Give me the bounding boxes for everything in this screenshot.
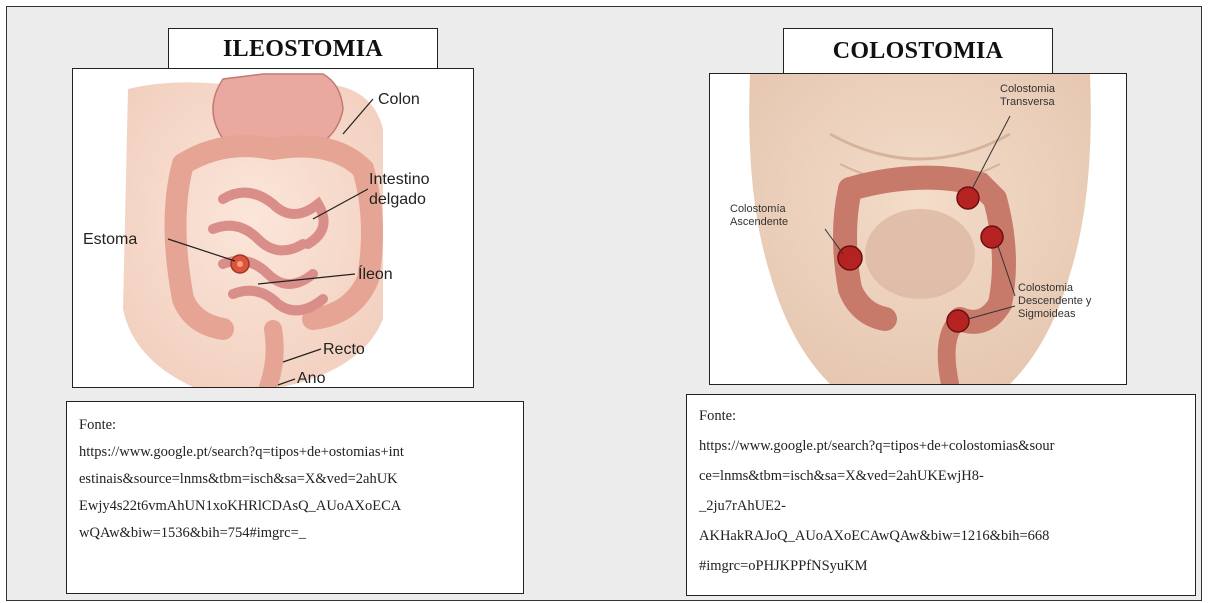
label-ascendente-1: Colostomía	[730, 203, 787, 215]
source-url-line: AKHakRAJoQ_AUoAXoECAwQAw&biw=1216&bih=66…	[699, 521, 1183, 551]
label-ascendente-2: Ascendente	[730, 216, 788, 228]
label-transversa-2: Transversa	[1000, 96, 1055, 108]
source-label: Fonte:	[699, 401, 1183, 431]
colostomia-illustration: Colostomia Transversa Colostomía Ascende…	[709, 73, 1127, 385]
label-intestino: Intestino	[369, 171, 430, 188]
source-url-line: #imgrc=oPHJKPPfNSyuKM	[699, 551, 1183, 581]
label-ileon: Íleon	[358, 264, 393, 283]
source-url-line: wQAw&biw=1536&bih=754#imgrc=_	[79, 520, 511, 547]
ileostomia-illustration: Colon Intestino delgado Estoma Íleon Rec…	[72, 68, 474, 388]
label-delgado: delgado	[369, 191, 426, 208]
source-url-line: _2ju7rAhUE2-	[699, 491, 1183, 521]
ileostomia-title: ILEOSTOMIA	[168, 28, 438, 70]
colostomia-title: COLOSTOMIA	[783, 28, 1053, 74]
label-descendente-2: Descendente y	[1018, 295, 1092, 307]
source-url-line: estinais&source=lnms&tbm=isch&sa=X&ved=2…	[79, 466, 511, 493]
label-descendente-3: Sigmoideas	[1018, 308, 1076, 320]
source-url-line: ce=lnms&tbm=isch&sa=X&ved=2ahUKEwjH8-	[699, 461, 1183, 491]
label-colon: Colon	[378, 91, 420, 108]
label-recto: Recto	[323, 341, 365, 358]
ileostomia-anatomy-drawing: Colon Intestino delgado Estoma Íleon Rec…	[73, 69, 473, 387]
label-descendente-1: Colostomia	[1018, 282, 1074, 294]
source-url-line: https://www.google.pt/search?q=tipos+de+…	[699, 431, 1183, 461]
label-ano: Ano	[297, 370, 326, 387]
ileostomia-source: Fonte: https://www.google.pt/search?q=ti…	[66, 401, 524, 594]
colostomia-anatomy-drawing: Colostomia Transversa Colostomía Ascende…	[710, 74, 1126, 384]
label-estoma: Estoma	[83, 231, 137, 248]
label-transversa-1: Colostomia	[1000, 83, 1056, 95]
source-label: Fonte:	[79, 412, 511, 439]
source-url-line: https://www.google.pt/search?q=tipos+de+…	[79, 439, 511, 466]
colostomia-source: Fonte: https://www.google.pt/search?q=ti…	[686, 394, 1196, 596]
source-url-line: Ewjy4s22t6vmAhUN1xoKHRlCDAsQ_AUoAXoECA	[79, 493, 511, 520]
